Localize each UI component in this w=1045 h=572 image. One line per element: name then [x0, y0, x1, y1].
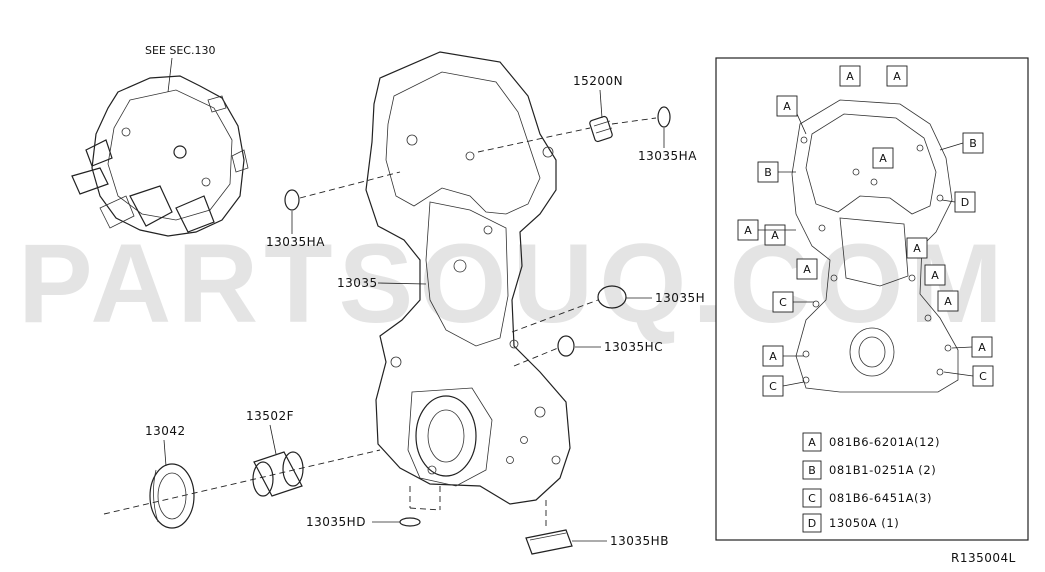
svg-text:C: C — [979, 370, 987, 383]
sensor-15200n[interactable] — [589, 115, 613, 143]
bolt-marker[interactable]: A — [971, 336, 993, 358]
legend-row-d: D 13050A (1) — [802, 513, 899, 533]
legend-row-b: B 081B1-0251A (2) — [802, 460, 936, 480]
legend-row-c: C 081B6-6451A(3) — [802, 488, 932, 508]
bolt-marker[interactable]: D — [954, 191, 976, 213]
panel-cover-sketch — [791, 99, 959, 393]
svg-text:B: B — [764, 166, 772, 179]
svg-text:D: D — [961, 196, 969, 209]
callout-13035hc: 13035HC — [604, 340, 663, 354]
leader-13035 — [377, 282, 427, 285]
bolt-marker[interactable]: A — [764, 224, 786, 246]
svg-text:A: A — [769, 350, 777, 363]
legend-row-a: A 081B6-6201A(12) — [802, 432, 940, 452]
bolt-marker[interactable]: A — [937, 290, 959, 312]
callout-13042: 13042 — [145, 424, 186, 438]
svg-text:A: A — [783, 100, 791, 113]
callout-13035ha-right: 13035HA — [638, 149, 697, 163]
callout-15200n: 15200N — [573, 74, 623, 88]
dash-line-9 — [409, 507, 441, 511]
seal-13042[interactable] — [149, 463, 195, 529]
legend-letter: C — [808, 492, 816, 505]
callout-13035ha-left: 13035HA — [266, 235, 325, 249]
svg-text:C: C — [779, 296, 787, 309]
svg-text:A: A — [744, 224, 752, 237]
bolt-marker[interactable]: A — [839, 65, 861, 87]
svg-text:A: A — [978, 341, 986, 354]
bolt-marker[interactable]: C — [762, 375, 784, 397]
callout-13035hb: 13035HB — [610, 534, 669, 548]
bolt-marker[interactable]: C — [772, 291, 794, 313]
legend-text: 081B1-0251A (2) — [829, 463, 936, 477]
dash-line-2 — [477, 127, 591, 153]
callout-13035: 13035 — [337, 276, 378, 290]
svg-text:A: A — [893, 70, 901, 83]
watermark: PARTSOUQ.COM — [18, 221, 1009, 346]
dash-line-3 — [611, 117, 657, 125]
bolt-marker[interactable]: B — [962, 132, 984, 154]
bolt-marker[interactable]: A — [796, 258, 818, 280]
legend-letter: B — [808, 464, 816, 477]
svg-text:A: A — [846, 70, 854, 83]
svg-text:A: A — [803, 263, 811, 276]
svg-text:B: B — [969, 137, 977, 150]
bolt-marker[interactable]: B — [757, 161, 779, 183]
callout-13502f: 13502F — [246, 409, 294, 423]
leader-15200n — [599, 89, 603, 119]
dash-line-5 — [513, 347, 559, 367]
leader-see-sec — [167, 57, 173, 93]
oil-pump-assembly[interactable] — [71, 75, 249, 237]
bolt-marker[interactable]: A — [762, 345, 784, 367]
legend-text: 081B6-6201A(12) — [829, 435, 940, 449]
bolt-detail-panel — [715, 57, 1029, 541]
collar-13502f[interactable] — [252, 451, 304, 497]
leader-13042 — [163, 439, 167, 467]
dash-line-1 — [299, 171, 401, 199]
bolt-marker[interactable]: A — [776, 95, 798, 117]
dash-line-6 — [103, 449, 381, 515]
marker-leaders — [758, 113, 974, 387]
legend-letter: A — [808, 436, 816, 449]
gasket-13035hb[interactable] — [525, 529, 573, 555]
oring-13035h[interactable] — [597, 285, 627, 309]
bolt-marker[interactable]: C — [972, 365, 994, 387]
legend-text: 081B6-6451A(3) — [829, 491, 932, 505]
bolt-marker[interactable]: A — [886, 65, 908, 87]
callout-13035h: 13035H — [655, 291, 705, 305]
svg-text:A: A — [771, 229, 779, 242]
bolt-marker[interactable]: A — [872, 147, 894, 169]
svg-text:A: A — [944, 295, 952, 308]
svg-text:A: A — [879, 152, 887, 165]
oring-13035ha-right[interactable] — [657, 106, 671, 128]
bolt-marker[interactable]: A — [924, 264, 946, 286]
dash-line-4 — [511, 299, 599, 333]
callout-see-sec: SEE SEC.130 — [145, 44, 216, 57]
legend-text: 13050A (1) — [829, 516, 899, 530]
oring-13035hc[interactable] — [557, 335, 575, 357]
oring-13035hd[interactable] — [399, 517, 421, 527]
reference-code: R135004L — [951, 551, 1016, 565]
oring-13035ha-left[interactable] — [284, 189, 300, 211]
front-cover-13035[interactable] — [365, 51, 571, 505]
callout-13035hd: 13035HD — [306, 515, 366, 529]
leader-13502f — [269, 424, 277, 455]
svg-text:A: A — [913, 242, 921, 255]
bolt-legend: A 081B6-6201A(12) B 081B1-0251A (2) C 08… — [802, 432, 940, 533]
bolt-marker[interactable]: A — [906, 237, 928, 259]
legend-letter: D — [808, 517, 816, 530]
svg-text:A: A — [931, 269, 939, 282]
bolt-marker[interactable]: A — [737, 219, 759, 241]
svg-text:C: C — [769, 380, 777, 393]
